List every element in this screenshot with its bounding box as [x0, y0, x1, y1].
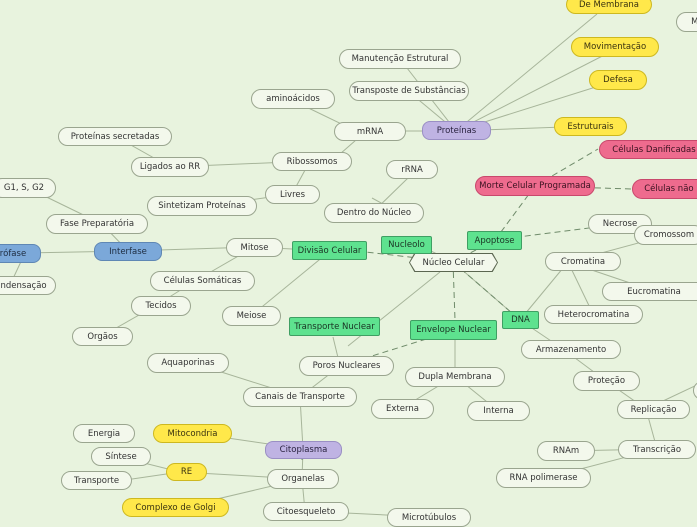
node-cromossomo[interactable]: Cromossom: [634, 225, 697, 245]
node-interna[interactable]: Interna: [467, 401, 530, 421]
node-re[interactable]: RE: [166, 463, 207, 481]
node-g1s[interactable]: G1, S, G2: [0, 178, 56, 198]
node-manutencao[interactable]: Manutenção Estrutural: [339, 49, 461, 69]
node-citoplasma[interactable]: Citoplasma: [265, 441, 342, 459]
node-golgi[interactable]: Complexo de Golgi: [122, 498, 229, 517]
node-eucromatina[interactable]: Eucromatina: [602, 282, 697, 301]
node-cromatina[interactable]: Cromatina: [545, 252, 621, 271]
node-livres[interactable]: Livres: [265, 185, 320, 204]
node-aminoacidos[interactable]: aminoácidos: [251, 89, 335, 109]
node-rrna[interactable]: rRNA: [386, 160, 438, 179]
node-profase[interactable]: Prófase: [0, 244, 41, 263]
node-tecidos[interactable]: Tecidos: [131, 296, 191, 316]
node-interfase[interactable]: Interfase: [94, 242, 162, 261]
node-mitocondria[interactable]: Mitocondria: [153, 424, 232, 443]
node-replicacao[interactable]: Replicação: [617, 400, 690, 419]
center-node[interactable]: Núcleo Celular: [410, 254, 497, 271]
node-transporte-nuclear[interactable]: Transporte Nuclear: [289, 317, 380, 336]
node-apoptose[interactable]: Apoptose: [467, 231, 522, 250]
node-dna[interactable]: DNA: [502, 311, 539, 329]
node-condensacao[interactable]: Condensação: [0, 276, 56, 295]
node-rnam[interactable]: RNAm: [537, 441, 595, 461]
node-mrna[interactable]: mRNA: [334, 122, 406, 141]
node-danificadas[interactable]: Células Danificadas: [599, 140, 697, 159]
node-canais[interactable]: Canais de Transporte: [243, 387, 357, 407]
node-envelope[interactable]: Envelope Nuclear: [410, 320, 497, 340]
node-celulas-somaticas[interactable]: Células Somáticas: [150, 271, 255, 291]
node-armazenamento[interactable]: Armazenamento: [521, 340, 621, 359]
node-citoesqueleto[interactable]: Citoesqueleto: [263, 502, 349, 521]
node-protecao[interactable]: Proteção: [573, 371, 640, 391]
node-transporte-subst[interactable]: Transposte de Substâncias: [349, 81, 469, 101]
node-dentro-nucleo[interactable]: Dentro do Núcleo: [324, 203, 424, 223]
node-sintetizam[interactable]: Sintetizam Proteínas: [147, 196, 257, 216]
node-fase-prep[interactable]: Fase Preparatória: [46, 214, 148, 234]
node-microtubulos[interactable]: Microtúbulos: [387, 508, 471, 527]
node-mi[interactable]: Mi: [676, 12, 697, 32]
node-divisao[interactable]: Divisão Celular: [292, 241, 367, 260]
node-de-membrana[interactable]: De Membrana: [566, 0, 652, 14]
node-estruturais[interactable]: Estruturais: [554, 117, 627, 136]
node-sintese[interactable]: Síntese: [91, 447, 151, 466]
node-mitose[interactable]: Mitose: [226, 238, 283, 257]
node-externa[interactable]: Externa: [371, 399, 434, 419]
node-morte[interactable]: Morte Celular Programada: [475, 176, 595, 196]
node-organelas[interactable]: Organelas: [267, 469, 339, 489]
node-celulas-nao[interactable]: Células não r: [632, 179, 697, 199]
node-aquaporinas[interactable]: Aquaporinas: [147, 353, 229, 373]
node-rna-polimerase[interactable]: RNA polimerase: [496, 468, 591, 488]
node-orgaos[interactable]: Orgãos: [72, 327, 133, 346]
node-proteinas[interactable]: Proteínas: [422, 121, 491, 140]
node-transporte[interactable]: Transporte: [61, 471, 132, 490]
node-heterocromatina[interactable]: Heterocromatina: [544, 305, 643, 324]
node-transcricao[interactable]: Transcrição: [618, 440, 696, 459]
node-dupla[interactable]: Dupla Membrana: [405, 367, 505, 387]
node-meiose[interactable]: Meiose: [222, 306, 281, 326]
node-defesa[interactable]: Defesa: [589, 70, 647, 90]
node-nucleolo[interactable]: Nucleolo: [381, 236, 432, 254]
node-proteinas-secretadas[interactable]: Proteínas secretadas: [58, 127, 172, 146]
node-ligados-rr[interactable]: Ligados ao RR: [131, 157, 209, 177]
node-ribossomos[interactable]: Ribossomos: [272, 152, 352, 171]
node-movimentacao[interactable]: Movimentação: [571, 37, 659, 57]
node-energia[interactable]: Energia: [73, 424, 135, 443]
node-poros[interactable]: Poros Nucleares: [299, 356, 394, 376]
